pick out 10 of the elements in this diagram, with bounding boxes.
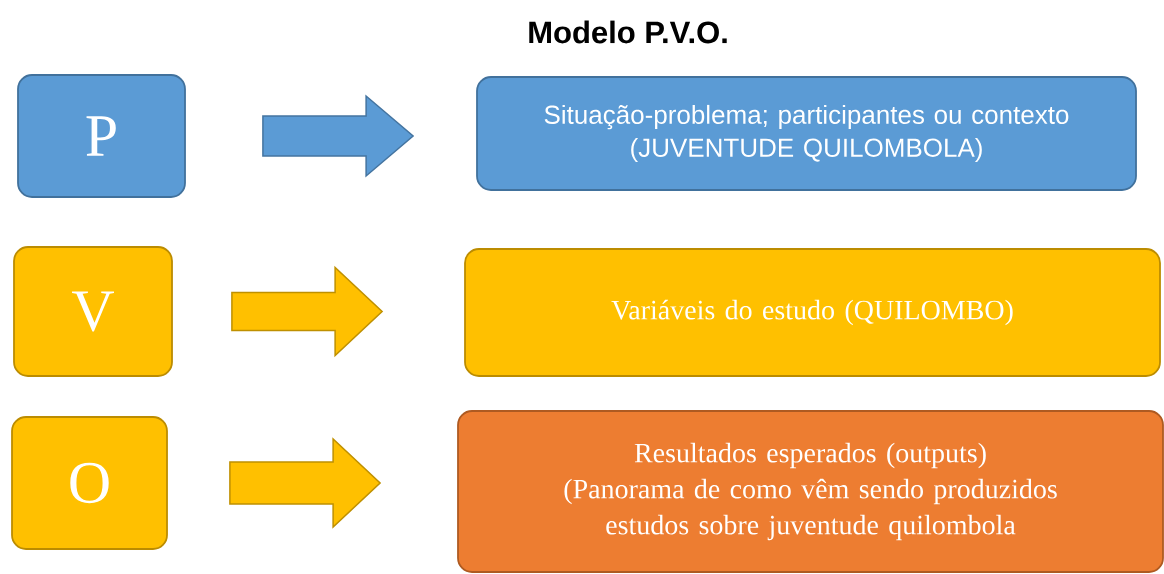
letter-box: V — [13, 246, 173, 377]
description-box: Situação-problema; participantes ou contexto (JUVENTUDE QUILOMBOLA) — [476, 76, 1137, 191]
title: Modelo P.V.O. — [529, 20, 727, 44]
letter-box: P — [17, 74, 186, 198]
block-arrow — [229, 437, 382, 529]
letter-box: O — [11, 416, 168, 550]
description-box: Resultados esperados (outputs) (Panorama de como vêm sendo produzidos estudos sobre juventude quilombola — [457, 410, 1164, 573]
block-arrow — [231, 265, 384, 358]
block-arrow — [262, 94, 415, 178]
description-box: Variáveis do estudo (QUILOMBO) — [464, 248, 1161, 377]
